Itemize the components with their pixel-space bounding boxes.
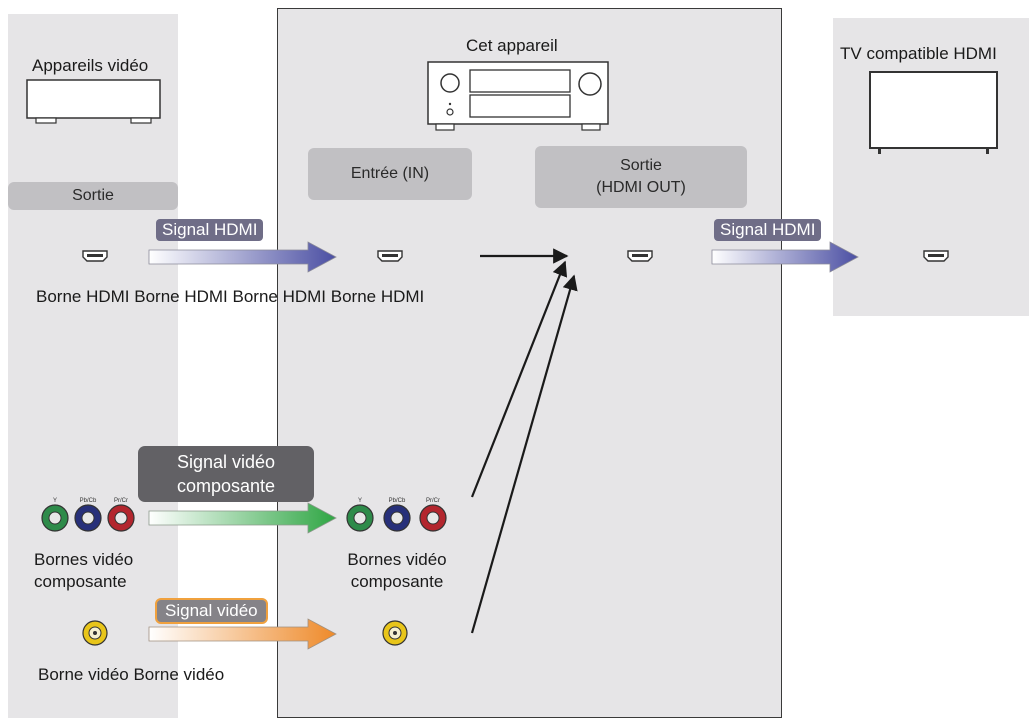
video-signal-label: Signal vidéo [155, 598, 268, 624]
hdmi-port-icon [82, 250, 108, 262]
routing-arrow [470, 260, 568, 498]
component-terminals-center-label: Bornes vidéo composante [322, 549, 472, 593]
center-input-label: Entrée (IN) [350, 165, 430, 182]
hdmi-port-icon [377, 250, 403, 262]
hdmi-signal-label-1: Signal HDMI [156, 219, 264, 241]
left-output-box: Sortie [8, 182, 178, 210]
tv-panel [833, 18, 1029, 316]
hdmi-signal-arrow [711, 241, 859, 273]
video-signal-arrow [148, 618, 337, 650]
tv-title: TV compatible HDMI [840, 44, 997, 63]
component-jacks-left: Y Pb/Cb Pr/Cr [41, 498, 135, 532]
component-signal-label: Signal vidéo composante [138, 446, 314, 502]
left-output-label: Sortie [72, 187, 114, 204]
jack-label-y: Y [358, 498, 362, 504]
component-left-line-2: composante [34, 572, 127, 591]
video-jack-center [382, 620, 408, 646]
hdmi-port-icon [923, 250, 949, 262]
component-center-line-1: Bornes vidéo [347, 550, 447, 569]
component-left-line-1: Bornes vidéo [34, 550, 134, 569]
component-signal-arrow [148, 502, 337, 534]
center-output-label-1: Sortie [620, 157, 662, 174]
hdmi-signal-label-2: Signal HDMI [714, 219, 822, 241]
jack-label-pr: Pr/Cr [114, 498, 128, 504]
component-signal-line-2: composante [176, 476, 276, 496]
hdmi-signal-arrow [148, 241, 337, 273]
jack-label-pb: Pb/Cb [80, 498, 97, 504]
video-devices-panel [8, 14, 178, 718]
hdmi-terminals-label: Borne HDMI Borne HDMI Borne HDMI Borne H… [36, 287, 425, 306]
center-output-box: Sortie (HDMI OUT) [535, 146, 747, 208]
center-output-label-2: (HDMI OUT) [596, 179, 686, 196]
av-receiver-icon [427, 61, 609, 131]
video-devices-title: Appareils vidéo [32, 56, 149, 75]
hdmi-port-icon [627, 250, 653, 262]
component-signal-line-1: Signal vidéo [176, 452, 276, 472]
center-input-box: Entrée (IN) [308, 148, 472, 200]
video-player-icon [26, 79, 161, 124]
video-terminals-label: Borne vidéo Borne vidéo [38, 665, 225, 684]
component-terminals-left-label: Bornes vidéo composante [20, 549, 170, 593]
jack-label-pr: Pr/Cr [426, 498, 440, 504]
jack-label-pb: Pb/Cb [389, 498, 406, 504]
tv-icon [869, 71, 998, 154]
video-jack-left [82, 620, 108, 646]
jack-label-y: Y [53, 498, 57, 504]
routing-arrow [470, 274, 578, 634]
this-unit-panel [277, 8, 782, 718]
component-jacks-center: Y Pb/Cb Pr/Cr [346, 498, 447, 532]
component-center-line-2: composante [350, 572, 444, 591]
this-unit-title: Cet appareil [466, 36, 558, 55]
